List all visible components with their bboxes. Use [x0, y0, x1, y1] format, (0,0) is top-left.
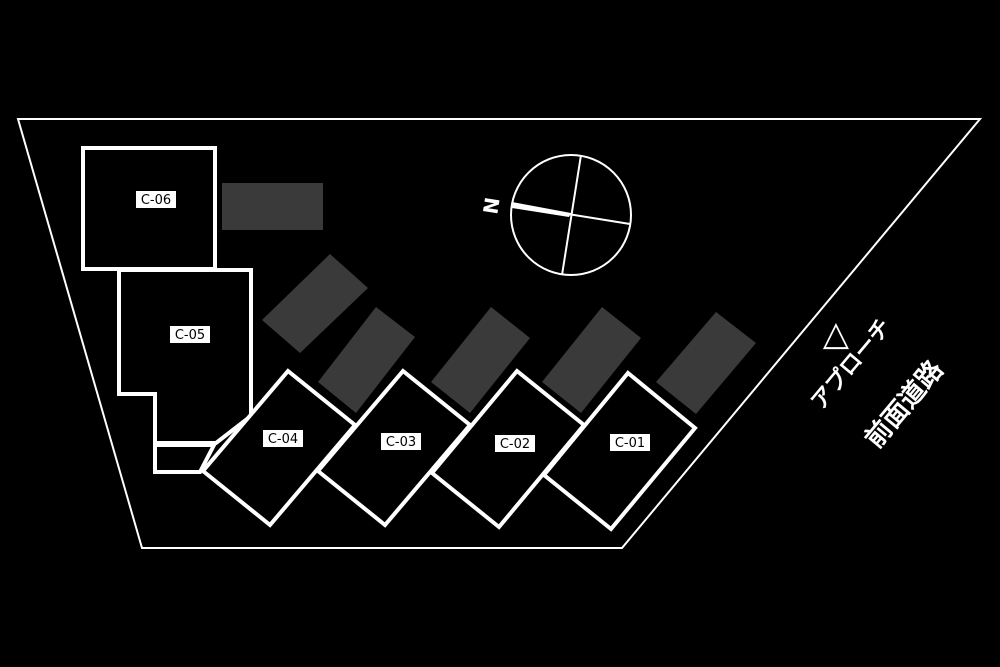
lot-c-02[interactable]: C-02 [429, 368, 587, 530]
parking-space [431, 307, 530, 413]
lot-c-05-annex [153, 443, 218, 474]
lot-label: C-03 [386, 435, 416, 450]
north-arrow-icon [512, 202, 571, 217]
lot-label: C-06 [141, 193, 171, 208]
north-label: N [478, 196, 504, 216]
approach-label: アプローチ [807, 315, 897, 415]
parking-space [542, 307, 641, 413]
lot-label: C-01 [615, 436, 645, 451]
lot-c-04[interactable]: C-04 [200, 368, 358, 528]
lot-label: C-04 [268, 432, 298, 447]
lot-label: C-02 [500, 437, 530, 452]
approach-marker-icon: △ [823, 314, 850, 354]
lot-label: C-05 [175, 328, 205, 343]
parking-space [262, 254, 368, 353]
lot-c-01[interactable]: C-01 [541, 370, 698, 532]
lot-c-06[interactable]: C-06 [81, 146, 217, 271]
lot-c-03[interactable]: C-03 [315, 368, 473, 528]
parking-space [656, 312, 756, 414]
compass: N [478, 154, 632, 276]
lot-c-05[interactable]: C-05 [117, 268, 253, 445]
site-boundary [16, 118, 983, 549]
parking-space [222, 183, 323, 230]
parking-space [318, 307, 415, 413]
front-road-label: 前面道路 [859, 354, 950, 454]
